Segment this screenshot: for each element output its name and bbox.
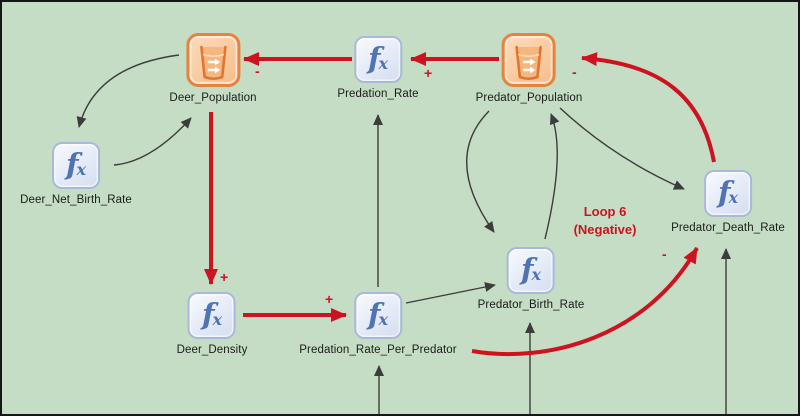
polarity-sign-deer-population-in: - xyxy=(255,63,260,79)
node-label[interactable]: Deer_Density xyxy=(176,344,248,356)
link-predator-birth-rate-to-predator-population[interactable] xyxy=(544,113,560,240)
node-label[interactable]: Predator_Death_Rate xyxy=(671,222,785,234)
loop-link-predator-death-rate-to-predator-population[interactable] xyxy=(581,52,716,163)
fx-glyph-f: f xyxy=(367,296,381,331)
node-deer-population[interactable]: Deer_Population xyxy=(169,33,256,104)
fx-glyph-x: x xyxy=(378,54,389,73)
node-label[interactable]: Predation_Rate_Per_Predator xyxy=(299,344,457,356)
fx-glyph-f: f xyxy=(717,174,731,209)
fx-glyph-x: x xyxy=(378,310,389,329)
fx-glyph-f: f xyxy=(367,40,381,75)
node-label[interactable]: Deer_Population xyxy=(169,92,257,104)
polarity-sign-predator-death-rate-in: - xyxy=(662,246,667,262)
node-label[interactable]: Predation_Rate xyxy=(337,88,419,100)
loop-annotation-line1: Loop 6 xyxy=(583,204,627,219)
fx-glyph-f: f xyxy=(65,146,79,181)
loop-annotation: Loop 6 (Negative) xyxy=(574,203,637,238)
polarity-sign-deer-density-in: + xyxy=(220,269,229,285)
stock-tank-icon[interactable] xyxy=(185,33,240,87)
node-predator-population[interactable]: Predator_Population xyxy=(476,33,583,104)
link-deer-population-to-deer-net-birth-rate[interactable] xyxy=(76,54,180,128)
node-label[interactable]: Deer_Net_Birth_Rate xyxy=(20,194,132,206)
link-predator-population-to-predator-birth-rate[interactable] xyxy=(466,110,495,233)
loop-annotation-line2: (Negative) xyxy=(573,221,637,237)
polarity-sign-predation-rate-per-predator-in: + xyxy=(325,291,334,307)
node-label[interactable]: Predator_Birth_Rate xyxy=(477,299,585,311)
polarity-sign-predator-population-in: - xyxy=(572,64,577,80)
fx-glyph-f: f xyxy=(201,296,215,331)
fx-glyph-x: x xyxy=(728,188,739,207)
tank-glyph xyxy=(199,45,227,81)
polarity-sign-predation-rate-in: + xyxy=(424,65,433,81)
fx-glyph-x: x xyxy=(531,265,542,284)
fx-glyph-x: x xyxy=(212,310,223,329)
tank-glyph xyxy=(515,45,543,81)
node-label[interactable]: Predator_Population xyxy=(475,92,583,104)
link-predator-population-to-predator-death-rate[interactable] xyxy=(559,107,685,190)
fx-glyph-x: x xyxy=(76,160,87,179)
stock-tank-icon[interactable] xyxy=(501,33,556,87)
